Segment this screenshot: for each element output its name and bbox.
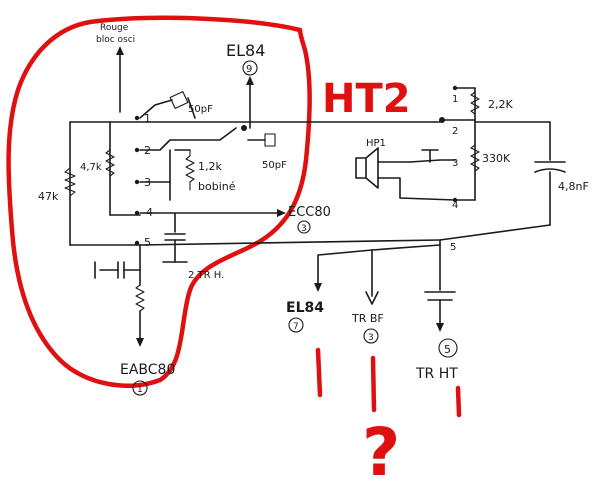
tr-bf-pin-circle	[363, 328, 379, 344]
bloc-osci-label: bloc osci	[96, 35, 135, 45]
tr-bf-arrow	[365, 291, 379, 305]
cap-50pf-a-label: 50pF	[188, 104, 213, 115]
cap-4n8-plate2	[534, 168, 566, 173]
bobine-label: bobiné	[198, 180, 236, 193]
pin3-dot	[134, 179, 140, 185]
tr-ht-label: TR HT	[415, 366, 458, 382]
pin4-right: 4	[452, 200, 458, 211]
eabc80-label: EABC80	[120, 362, 175, 378]
speaker-body	[355, 157, 367, 179]
tr-ht-arrow	[436, 323, 444, 332]
eabc80-pin: 1	[137, 385, 143, 395]
el84-top-label: EL84	[226, 41, 265, 60]
el84-bottom-wire	[317, 249, 373, 286]
tr-h-label: 2 TR H.	[188, 270, 224, 281]
speaker-cone	[365, 147, 379, 189]
pin1-left: 1	[144, 112, 151, 125]
ht2-label: HT2	[322, 76, 411, 122]
el84-bottom-label: EL84	[286, 300, 324, 316]
pin5-bus	[139, 239, 441, 246]
red-mark-3	[455, 385, 462, 418]
ecc80-arrow	[277, 209, 286, 217]
node1-dot	[452, 85, 458, 91]
red-mark-1	[315, 347, 323, 398]
res-2k2-label: 2,2K	[488, 98, 513, 111]
cap-50pf-a	[169, 91, 189, 109]
cap-a-lead	[139, 99, 173, 119]
pin4-dot	[134, 210, 140, 216]
el84-top-arrow	[246, 76, 254, 85]
eabc-arrow	[136, 338, 144, 347]
el84-top-pin: 9	[246, 64, 252, 75]
tr-bf-wire	[371, 244, 441, 297]
el84-bottom-arrow	[314, 283, 322, 292]
el84-top-pin-circle	[242, 60, 258, 76]
rouge-label: Rouge	[100, 23, 129, 33]
cap-a-lead2	[187, 97, 196, 119]
resistor-47k	[64, 167, 76, 197]
cap-50pf-b	[264, 133, 276, 147]
rouge-arrow	[116, 46, 124, 55]
tr-bf-label: TR BF	[351, 312, 384, 325]
resistor-330k	[470, 144, 480, 172]
el84-bottom-pin-circle	[288, 317, 304, 333]
cap-50pf-b-label: 50pF	[262, 160, 287, 171]
tr-ht-pin-circle	[438, 338, 458, 358]
res-1k2-label: 1,2k	[198, 160, 222, 173]
pin2-dot	[134, 147, 140, 153]
eabc80-pin-circle	[132, 380, 148, 396]
pin2-right: 2	[452, 126, 458, 137]
resistor-eabc	[135, 284, 145, 312]
hp-label: HP1	[366, 138, 386, 149]
speaker-wire-bottom	[377, 177, 456, 201]
pin3-right: 3	[452, 158, 458, 169]
res-47k-label: 47k	[38, 190, 59, 203]
cap-4n8-label: 4,8nF	[558, 180, 589, 193]
res-4k7-label: 4,7k	[80, 162, 102, 173]
red-mark-2	[370, 355, 377, 413]
pin2-wire	[139, 127, 237, 151]
speaker-wire-top	[377, 159, 456, 163]
resistor-2k2	[470, 91, 480, 115]
pin1-dot	[134, 115, 140, 121]
el84-bottom-pin: 7	[293, 322, 299, 332]
question-mark: ?	[362, 414, 400, 491]
pin5-dot	[134, 240, 140, 246]
pin5-right: 5	[450, 242, 456, 253]
pin1-right: 1	[452, 94, 458, 105]
junction-top	[241, 125, 247, 131]
pin5-left: 5	[144, 236, 151, 249]
red-highlight-outline	[6, 15, 312, 388]
pin5-bus-right	[439, 224, 551, 241]
resistor-1k2	[185, 149, 195, 191]
ecc80-label: ECC80	[288, 205, 331, 220]
res-330k-label: 330K	[482, 152, 511, 165]
ecc80-pin-circle	[297, 220, 311, 234]
ecc80-pin: 3	[301, 224, 307, 234]
tr-ht-pin: 5	[444, 343, 451, 356]
tr-bf-pin: 3	[368, 333, 374, 343]
resistor-4k7	[105, 149, 115, 177]
